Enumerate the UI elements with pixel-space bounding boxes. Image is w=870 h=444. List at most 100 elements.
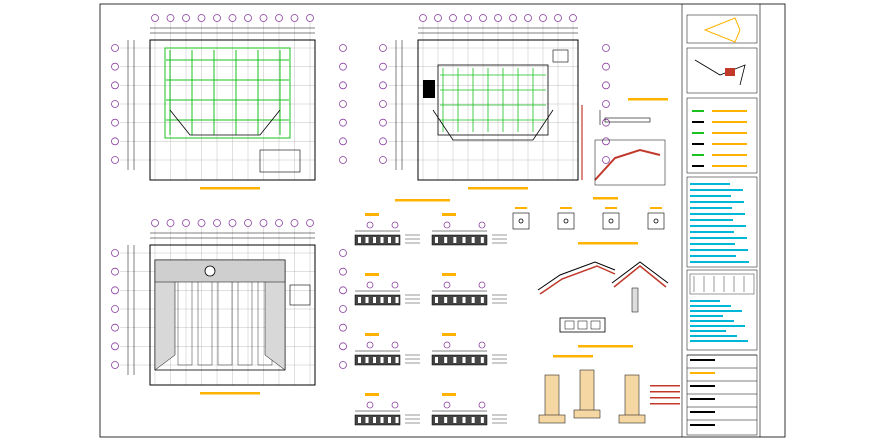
section-bubble [443, 401, 451, 409]
grid-bubble-left [111, 249, 119, 257]
note-line [690, 201, 744, 203]
rebar-dot [480, 297, 484, 303]
grid-bubble-right [602, 62, 610, 71]
grid-bubble-top [182, 14, 190, 22]
grid-bubble-top [479, 14, 487, 22]
grid-bubble-left [111, 100, 119, 108]
grid-bubble-left [111, 44, 119, 52]
legend-label-bar [712, 110, 747, 112]
section-label-bar [365, 333, 379, 336]
info-label [690, 411, 715, 413]
column-circle [204, 265, 216, 277]
grid-bubble-top [275, 219, 283, 227]
note-line [690, 183, 730, 185]
grid-bubble-top [151, 14, 159, 22]
note-line [690, 335, 737, 337]
column-core [608, 218, 614, 224]
section-bubble [478, 341, 486, 349]
beam-section [431, 273, 507, 306]
column-section [647, 207, 665, 230]
footing-body [624, 374, 640, 421]
rebar-dot [358, 417, 361, 423]
grid-bubble-top [524, 14, 532, 22]
grid-bubble-top [213, 219, 221, 227]
grid-bubble-right [339, 137, 347, 146]
beam-section [354, 393, 420, 426]
slab-hatch [613, 265, 667, 288]
logo-box [686, 14, 758, 44]
note-line [690, 320, 734, 322]
footing-body [579, 369, 595, 416]
note-line [690, 305, 731, 307]
building-outline [149, 244, 316, 386]
grid-bubble-top [197, 14, 206, 22]
column-core [563, 218, 569, 224]
legend-swatch [692, 154, 704, 156]
rebar-dot [462, 357, 466, 363]
grid-bubble-right [339, 305, 347, 313]
beam-body [431, 414, 488, 426]
legend-label-bar [712, 121, 747, 123]
section-label-bar [605, 207, 617, 209]
column-section [557, 207, 575, 230]
rebar-dot [435, 297, 438, 303]
grid-bubble-top [306, 14, 314, 22]
grid-bubble-top [244, 14, 252, 22]
grid-bubble-left [111, 361, 119, 369]
detail-title-bar [395, 199, 450, 202]
grid-bubble-right [339, 44, 347, 52]
grid-bubble-left [379, 156, 387, 164]
detail-sections [354, 98, 680, 426]
note-line [690, 219, 733, 221]
grid-bubble-top [290, 219, 299, 227]
rebar-dot [480, 417, 484, 423]
grid-bubble-right [602, 156, 610, 164]
footing-note-line [650, 391, 680, 393]
detail-title-bar [593, 197, 618, 200]
grid-bubble-left [111, 118, 119, 127]
section-label-bar [442, 213, 456, 216]
grid-bubble-top [290, 14, 299, 22]
grid-bubble-top [539, 14, 547, 22]
footing-note-line [650, 385, 680, 387]
rebar-dot [462, 417, 466, 423]
grid-bubble-right [602, 81, 610, 90]
rebar-dot [388, 237, 391, 243]
beam-section [431, 333, 507, 366]
plan-top-right [379, 14, 610, 190]
grid-bubble-top [419, 14, 427, 22]
grid-bubble-right [339, 118, 347, 127]
grid-bubble-right [602, 100, 610, 108]
slab-line [537, 261, 616, 291]
info-label [690, 372, 715, 374]
grid-bubble-right [339, 249, 347, 257]
rebar-dot [444, 297, 448, 303]
slab-hatch [539, 265, 616, 295]
grid-bubble-right [602, 137, 610, 146]
lintel [604, 117, 651, 123]
grid-bubble-right [339, 62, 347, 71]
section-label-bar [442, 393, 456, 396]
note-line [690, 231, 734, 233]
grid-bubble-left [111, 342, 119, 351]
footing-note-line [650, 397, 680, 399]
grid-bubble-left [111, 267, 119, 276]
grid-bubble-top [151, 219, 159, 227]
section-bubble [443, 281, 451, 289]
rebar-dot [365, 417, 369, 423]
plan-title-bar [468, 187, 528, 190]
grid-bubble-left [111, 323, 119, 332]
note-line [690, 255, 736, 257]
stair-section [581, 105, 666, 186]
column-outline [512, 212, 530, 230]
beam-body [354, 354, 401, 366]
sheet-border [99, 3, 786, 438]
note-line [690, 315, 723, 317]
legend-swatch [692, 121, 704, 123]
grid-bubble-top [228, 219, 237, 227]
beam-void [577, 320, 588, 330]
column-stub [631, 287, 639, 313]
map-road [694, 59, 746, 86]
section-bubble [366, 281, 374, 289]
info-box [686, 354, 758, 436]
